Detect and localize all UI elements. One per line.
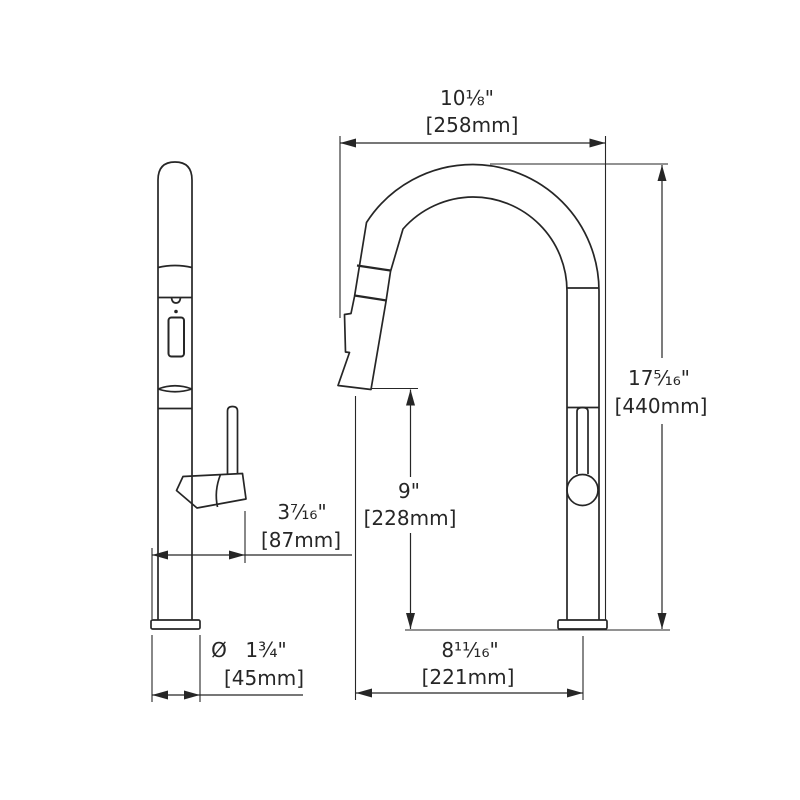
imperial-label: 9" (398, 479, 420, 503)
aerator-collar (157, 384, 193, 393)
dimension-handle-projection: 3⁷⁄₁₆" [87mm] (151, 500, 352, 619)
spray-hose-ring-joint-lower (354, 294, 387, 302)
metric-label: [45mm] (224, 666, 304, 690)
handle-body-split-line (215, 474, 222, 508)
side-elevation-view (337, 163, 670, 631)
spray-button (167, 316, 185, 358)
metric-label: [228mm] (364, 506, 457, 530)
metric-label: [87mm] (261, 528, 341, 552)
imperial-label: 3⁷⁄₁₆" (277, 500, 326, 524)
arrowhead-right (229, 550, 245, 560)
handle-lever (226, 405, 239, 474)
handle-ball-joint (566, 473, 599, 507)
spout-and-body-outline (337, 163, 600, 620)
spout-joint-line (157, 264, 193, 269)
spray-head-notch (170, 297, 182, 304)
metric-label: [440mm] (615, 394, 708, 418)
arrowhead-down (406, 613, 415, 629)
mounting-base-flange (150, 619, 201, 630)
imperial-label: 17⁵⁄₁₆" (628, 366, 690, 390)
dimension-base-diameter: Ø 1¾" [45mm] (151, 635, 304, 702)
imperial-label: 10⅛" (440, 86, 494, 110)
dimension-spout-clearance: 9" [228mm] (364, 387, 457, 629)
handle-body (175, 472, 247, 509)
column-outline (157, 161, 193, 620)
mounting-base-flange (557, 619, 608, 630)
arrowhead-left (152, 690, 168, 700)
imperial-label: 1¾" (245, 638, 286, 662)
arrowhead-left (340, 138, 356, 148)
arrowhead-right (184, 690, 200, 700)
arrowhead-left (152, 550, 168, 560)
arrowhead-up (657, 165, 667, 181)
arrowhead-down (657, 613, 667, 629)
diameter-symbol: Ø (211, 638, 227, 662)
dimension-spout-width-top: 10⅛" [258mm] (339, 86, 607, 620)
arrowhead-right (589, 138, 606, 148)
imperial-label: 8¹¹⁄₁₆" (441, 638, 498, 662)
arrowhead-left (356, 688, 372, 698)
front-elevation-view (150, 161, 247, 630)
dimension-overall-height: 17⁵⁄₁₆" [440mm] (490, 163, 708, 629)
metric-label: [221mm] (422, 665, 515, 689)
handle-lever-edge (576, 406, 589, 474)
arrowhead-up (406, 389, 415, 406)
arrowhead-right (567, 688, 583, 698)
indicator-dot (174, 309, 178, 314)
metric-label: [258mm] (426, 113, 519, 137)
spray-hose-ring-joint-upper (356, 264, 391, 272)
dimension-spout-reach-bottom: 8¹¹⁄₁₆" [221mm] (354, 396, 584, 700)
